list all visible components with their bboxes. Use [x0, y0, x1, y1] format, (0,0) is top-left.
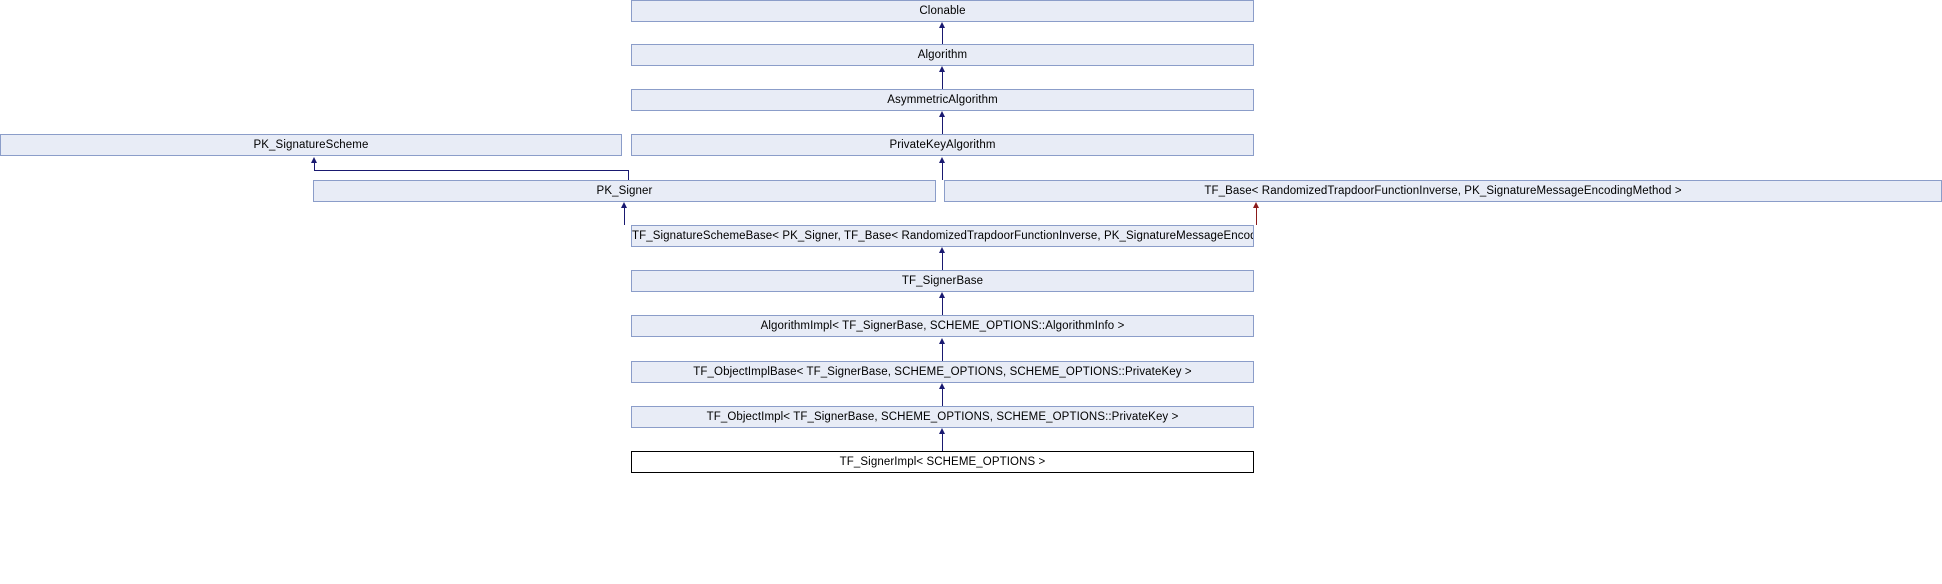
arrowhead-algorithmimpl-to-tfsignerbase: [938, 292, 945, 298]
arrowhead-asymmetric-to-algorithm: [938, 66, 945, 72]
class-node-private-key-algorithm[interactable]: PrivateKeyAlgorithm: [631, 134, 1254, 156]
arrowhead-pksigner-to-pksignaturescheme: [310, 157, 317, 163]
arrowhead-algorithm-to-clonable: [938, 22, 945, 28]
arrowhead-pksigner-to-privatekey: [938, 157, 945, 163]
class-node-pk-signature-scheme[interactable]: PK_SignatureScheme: [0, 134, 622, 156]
class-node-tf-base[interactable]: TF_Base< RandomizedTrapdoorFunctionInver…: [944, 180, 1942, 202]
class-node-tf-object-impl-base[interactable]: TF_ObjectImplBase< TF_SignerBase, SCHEME…: [631, 361, 1254, 383]
class-node-pk-signer[interactable]: PK_Signer: [313, 180, 936, 202]
edge-pksigner-bus: [314, 170, 629, 171]
edge-pksigner-to-pksignaturescheme-drop: [628, 170, 629, 180]
edge-tfobjectimpl-to-tfobjectimplbase: [942, 389, 943, 406]
edge-privatekey-to-asymmetric: [942, 117, 943, 134]
arrowhead-tfobjectimplbase-to-algorithmimpl: [938, 338, 945, 344]
class-node-tf-signature-scheme-base[interactable]: TF_SignatureSchemeBase< PK_Signer, TF_Ba…: [631, 225, 1254, 247]
arrowhead-tfobjectimpl-to-tfobjectimplbase: [938, 383, 945, 389]
arrowhead-tfsigschemebase-to-pksigner: [620, 202, 627, 208]
class-node-clonable[interactable]: Clonable: [631, 0, 1254, 22]
arrowhead-tfsigschemebase-to-tfbase: [1252, 202, 1259, 208]
edge-pksigner-to-privatekey: [942, 163, 943, 180]
arrowhead-tfsignerbase-to-tfsigschemebase: [938, 247, 945, 253]
edge-tfsigschemebase-to-pksigner: [624, 208, 625, 225]
edge-tfsignerimpl-to-tfobjectimpl: [942, 434, 943, 451]
class-node-tf-signer-base[interactable]: TF_SignerBase: [631, 270, 1254, 292]
edge-tfobjectimplbase-to-algorithmimpl: [942, 344, 943, 361]
class-node-tf-object-impl[interactable]: TF_ObjectImpl< TF_SignerBase, SCHEME_OPT…: [631, 406, 1254, 428]
arrowhead-tfsignerimpl-to-tfobjectimpl: [938, 428, 945, 434]
edge-tfsigschemebase-to-tfbase: [1256, 208, 1257, 225]
class-node-asymmetric-algorithm[interactable]: AsymmetricAlgorithm: [631, 89, 1254, 111]
edge-tfsignerbase-to-tfsigschemebase: [942, 253, 943, 270]
edge-algorithm-to-clonable: [942, 28, 943, 44]
arrowhead-privatekey-to-asymmetric: [938, 111, 945, 117]
class-node-algorithm[interactable]: Algorithm: [631, 44, 1254, 66]
class-node-algorithm-impl[interactable]: AlgorithmImpl< TF_SignerBase, SCHEME_OPT…: [631, 315, 1254, 337]
class-node-tf-signer-impl[interactable]: TF_SignerImpl< SCHEME_OPTIONS >: [631, 451, 1254, 473]
edge-asymmetric-to-algorithm: [942, 72, 943, 89]
edge-algorithmimpl-to-tfsignerbase: [942, 298, 943, 315]
edge-pksigner-to-pksignaturescheme-riser: [314, 163, 315, 171]
